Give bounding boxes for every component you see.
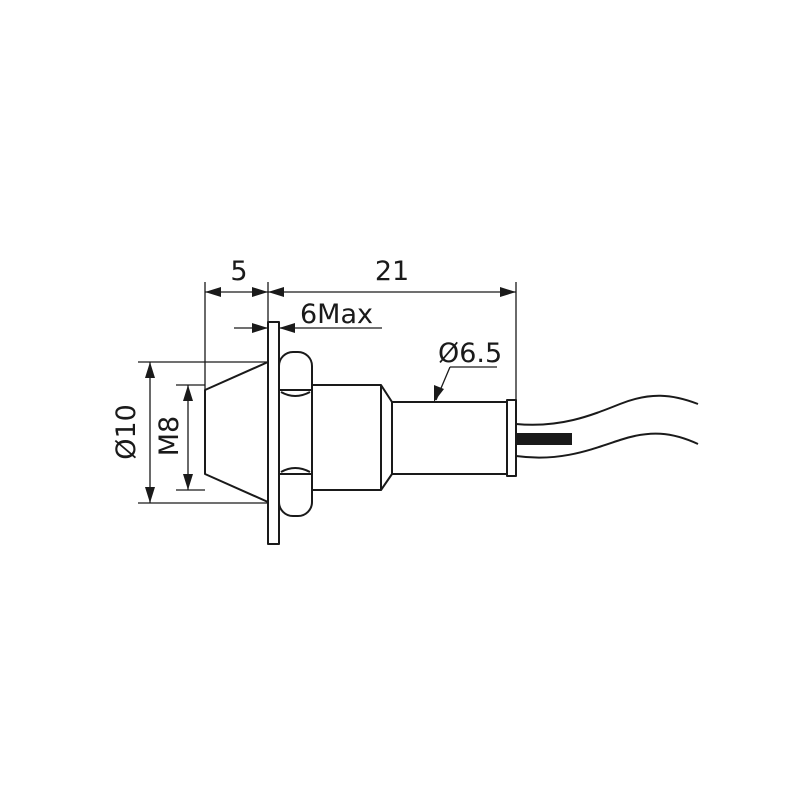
- dimension-flange-diameter: Ø10: [111, 362, 155, 503]
- front-cone: [204, 361, 269, 503]
- cable: [515, 394, 699, 459]
- dimension-body-length: 21: [268, 256, 516, 297]
- dimension-label-m8: M8: [154, 416, 185, 456]
- threaded-barrel: [312, 384, 393, 491]
- dimension-label-21: 21: [375, 256, 409, 287]
- dimension-label-6max: 6Max: [300, 299, 373, 330]
- dimension-panel-thickness: 6Max: [234, 299, 382, 333]
- rear-tube: [392, 401, 508, 475]
- cable-gland: [506, 399, 517, 477]
- cable-core: [516, 433, 572, 445]
- dimension-label-5: 5: [230, 256, 247, 287]
- dimension-body-diameter: Ø6.5: [434, 338, 502, 402]
- hex-nut: [278, 351, 313, 517]
- panel-plate: [267, 321, 280, 545]
- dimension-label-d10: Ø10: [111, 404, 142, 460]
- dimension-thread: M8: [154, 385, 193, 490]
- extension-lines: [138, 282, 517, 504]
- dimension-label-d6-5: Ø6.5: [438, 338, 502, 369]
- dimension-front-length: 5: [205, 256, 268, 297]
